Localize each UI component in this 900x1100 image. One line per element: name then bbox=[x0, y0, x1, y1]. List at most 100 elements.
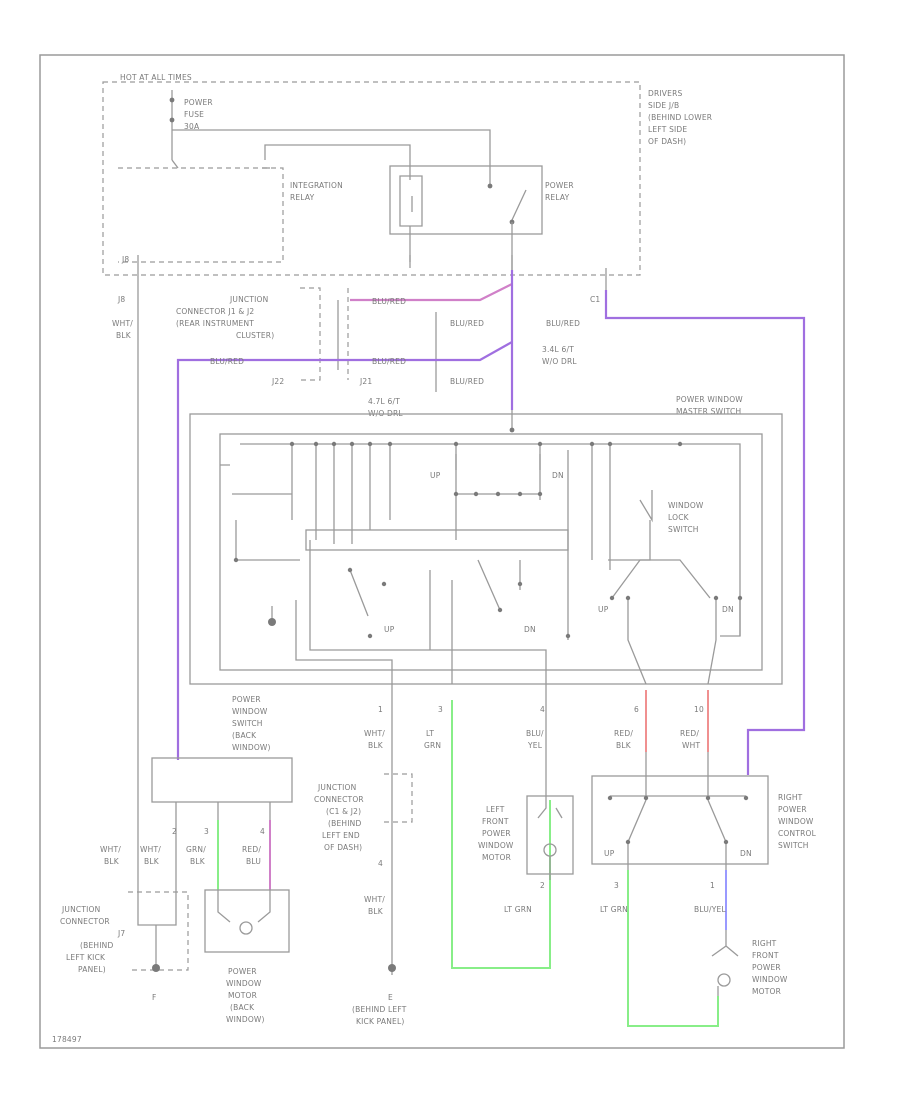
lt-grn-label-3: LT GRN bbox=[600, 905, 628, 914]
jc-dash-label-4: (BEHIND bbox=[328, 819, 361, 828]
power-fuse-amp-label: 30A bbox=[184, 122, 200, 131]
pwm-back-label-5: WINDOW) bbox=[226, 1015, 265, 1024]
jc-rear-cluster-label-2: CONNECTOR J1 & J2 bbox=[176, 307, 254, 316]
master-dn-label-2: DN bbox=[722, 605, 734, 614]
master-up-label-3: UP bbox=[384, 625, 395, 634]
pwm-back-label-3: MOTOR bbox=[228, 991, 257, 1000]
ground-e-label-2: (BEHIND LEFT bbox=[352, 1005, 407, 1014]
pin-1-label: 1 bbox=[378, 705, 383, 714]
pin-b4-jc-label: 4 bbox=[378, 859, 383, 868]
lt-grn-label-1a: LT bbox=[426, 729, 434, 738]
pw-master-label-1: POWER WINDOW bbox=[676, 395, 743, 404]
jc-dash-label-3: (C1 & J2) bbox=[326, 807, 361, 816]
power-window-master-switch bbox=[189, 410, 783, 685]
drivers-side-jb-label-4: LEFT SIDE bbox=[648, 125, 687, 134]
jc-kick-label-2: CONNECTOR bbox=[60, 917, 110, 926]
dash-junction-connector bbox=[384, 773, 413, 823]
window-lock-label-1: WINDOW bbox=[668, 501, 704, 510]
right-front-window-motor bbox=[711, 930, 739, 996]
bluered-label-3: BLU/RED bbox=[546, 319, 580, 328]
wht-blk-label-1b: BLK bbox=[116, 331, 132, 340]
drivers-side-jb-label-2: SIDE J/B bbox=[648, 101, 679, 110]
power-relay-symbol bbox=[389, 165, 543, 300]
window-lock-label-3: SWITCH bbox=[668, 525, 699, 534]
jc-dash-label-5: LEFT END bbox=[322, 831, 360, 840]
wht-blk-label-5a: WHT/ bbox=[364, 895, 385, 904]
jc-dash-label-1: JUNCTION bbox=[317, 783, 356, 792]
lfm-label-2: FRONT bbox=[482, 817, 509, 826]
pin-lf2-label: 2 bbox=[540, 881, 545, 890]
ground-f-label: F bbox=[152, 993, 157, 1002]
ground-e-label-3: KICK PANEL) bbox=[356, 1017, 405, 1026]
engine-3-4l-label-2: W/O DRL bbox=[542, 357, 577, 366]
bluered-label-1: BLU/RED bbox=[372, 297, 406, 306]
rfc-label-5: SWITCH bbox=[778, 841, 809, 850]
jc-rear-cluster-label-3: (REAR INSTRUMENT bbox=[176, 319, 254, 328]
pin-4-label: 4 bbox=[540, 705, 545, 714]
pws-back-label-4: (BACK bbox=[232, 731, 257, 740]
wht-blk-label-2a: WHT/ bbox=[364, 729, 385, 738]
red-blk-label-a: RED/ bbox=[614, 729, 633, 738]
jc-kick-label-5: LEFT KICK bbox=[66, 953, 106, 962]
wht-blk-label-2b: BLK bbox=[368, 741, 384, 750]
red-blu-label-b: BLU bbox=[246, 857, 261, 866]
master-dn-label-3: DN bbox=[524, 625, 536, 634]
pw-master-label-2: MASTER SWITCH bbox=[676, 407, 741, 416]
red-blk-label-b: BLK bbox=[616, 741, 632, 750]
right-dn-label: DN bbox=[740, 849, 752, 858]
pin-10-label: 10 bbox=[694, 705, 704, 714]
lfm-label-5: MOTOR bbox=[482, 853, 511, 862]
pws-back-label-1: POWER bbox=[232, 695, 261, 704]
lt-grn-label-1b: GRN bbox=[424, 741, 441, 750]
ground-e-label: E bbox=[388, 993, 393, 1002]
pin-b3-label: 3 bbox=[204, 827, 209, 836]
jc-dash-label-6: OF DASH) bbox=[324, 843, 362, 852]
wht-blk-label-4b: BLK bbox=[144, 857, 160, 866]
bluered-label-5: BLU/RED bbox=[372, 357, 406, 366]
rfm-label-1: RIGHT bbox=[752, 939, 777, 948]
jc-kick-label-4: (BEHIND bbox=[80, 941, 113, 950]
drivers-side-jb-label-3: (BEHIND LOWER bbox=[648, 113, 712, 122]
jc-rear-cluster-label-4: CLUSTER) bbox=[236, 331, 274, 340]
lt-grn-label-2: LT GRN bbox=[504, 905, 532, 914]
pwm-back-label-2: WINDOW bbox=[226, 979, 262, 988]
right-side-wires bbox=[627, 870, 727, 1027]
right-window-control-switch bbox=[591, 775, 769, 870]
pin-b2-label: 2 bbox=[172, 827, 177, 836]
power-fuse-label: POWER bbox=[184, 98, 213, 107]
bluered-label-6: BLU/RED bbox=[450, 377, 484, 386]
pin-r1-label: 1 bbox=[710, 881, 715, 890]
master-up-label-1: UP bbox=[430, 471, 441, 480]
pin-3-label: 3 bbox=[438, 705, 443, 714]
power-relay-label-2: RELAY bbox=[545, 193, 570, 202]
pin-j8-label: J8 bbox=[117, 295, 125, 304]
bluered-label-4: BLU/RED bbox=[210, 357, 244, 366]
j21-label: J21 bbox=[359, 377, 372, 386]
red-wht-label-a: RED/ bbox=[680, 729, 699, 738]
master-switch-dots bbox=[233, 441, 743, 639]
integration-relay-label-2: RELAY bbox=[290, 193, 315, 202]
rfm-label-4: WINDOW bbox=[752, 975, 788, 984]
master-dn-label-1: DN bbox=[552, 471, 564, 480]
rear-cluster-junction-connector bbox=[300, 287, 437, 392]
pwm-back-label-1: POWER bbox=[228, 967, 257, 976]
power-relay-label-1: POWER bbox=[545, 181, 574, 190]
wht-blk-label-4a: WHT/ bbox=[140, 845, 161, 854]
engine-3-4l-label-1: 3.4L 6/T bbox=[542, 345, 574, 354]
rfc-label-3: WINDOW bbox=[778, 817, 814, 826]
drivers-side-junction-block bbox=[102, 81, 641, 276]
integration-relay-symbol bbox=[262, 144, 423, 262]
lfm-label-1: LEFT bbox=[486, 805, 505, 814]
bluered-label-2: BLU/RED bbox=[450, 319, 484, 328]
engine-4-7l-label-1: 4.7L 6/T bbox=[368, 397, 400, 406]
master-switch-output-wires bbox=[388, 684, 709, 975]
jb-connector-marks bbox=[137, 255, 607, 290]
back-window-switch-box bbox=[151, 757, 293, 890]
blu-yel-label-1a: BLU/ bbox=[526, 729, 544, 738]
pwm-back-label-4: (BACK bbox=[230, 1003, 255, 1012]
blu-red-wires bbox=[176, 270, 806, 775]
blu-yel-label-3: BLU/YEL bbox=[694, 905, 726, 914]
drivers-side-jb-label-1: DRIVERS bbox=[648, 89, 682, 98]
left-front-window-motor bbox=[526, 790, 574, 880]
j22-label: J22 bbox=[271, 377, 284, 386]
